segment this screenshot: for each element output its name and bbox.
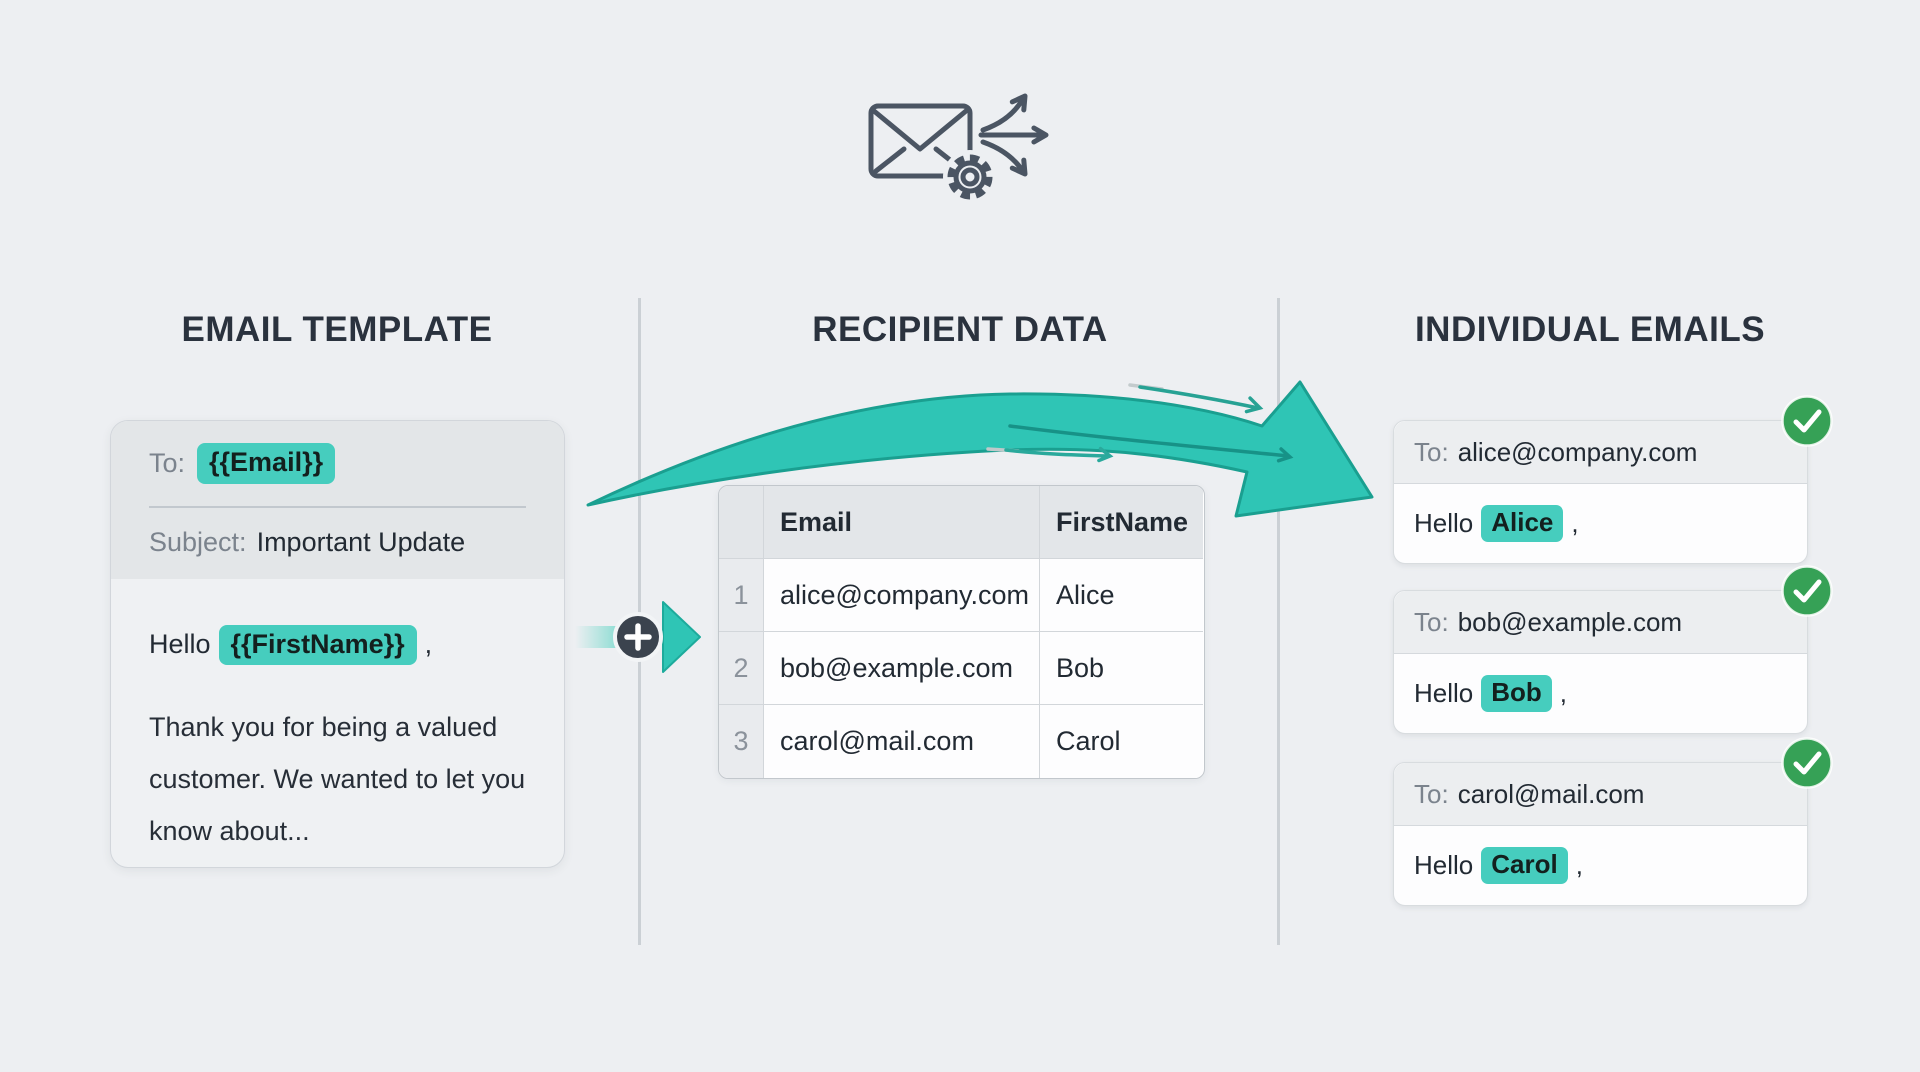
- greeting-prefix: Hello: [1414, 850, 1474, 880]
- email-card-body: Hello Alice ,: [1394, 484, 1807, 563]
- success-check-icon: [1781, 737, 1833, 789]
- recipient-table: Email FirstName 1 alice@company.com Alic…: [718, 485, 1205, 779]
- email-card-header: To: bob@example.com: [1394, 591, 1807, 654]
- to-address: bob@example.com: [1457, 606, 1683, 637]
- to-label: To:: [1414, 436, 1449, 467]
- template-card-header: To: {{Email}} Subject: Important Update: [111, 421, 564, 579]
- template-card-body: Hello {{FirstName}} , Thank you for bein…: [111, 579, 564, 857]
- cell-firstname: Bob: [1040, 632, 1203, 705]
- to-label: To:: [1414, 606, 1449, 637]
- row-number: 1: [719, 559, 764, 632]
- firstname-token-chip: {{FirstName}}: [218, 625, 417, 666]
- swoosh-inner-arrow: [1008, 424, 1294, 463]
- greeting-suffix: ,: [1559, 678, 1568, 708]
- row-number: 2: [719, 632, 764, 705]
- plus-merge-icon: [613, 612, 663, 662]
- greeting-prefix: Hello: [1414, 678, 1474, 708]
- success-check-icon: [1781, 565, 1833, 617]
- template-greeting: Hello {{FirstName}} ,: [149, 625, 526, 666]
- email-card-header: To: carol@mail.com: [1394, 763, 1807, 826]
- heading-individual-emails: INDIVIDUAL EMAILS: [1414, 310, 1766, 349]
- template-subject-row: Subject: Important Update: [149, 508, 526, 577]
- individual-email-card: To: bob@example.com Hello Bob ,: [1393, 565, 1833, 734]
- email-card-body: Hello Carol ,: [1394, 826, 1807, 905]
- name-highlight: Carol: [1481, 847, 1568, 884]
- individual-email-card: To: alice@company.com Hello Alice ,: [1393, 395, 1833, 564]
- email-card-header: To: alice@company.com: [1394, 421, 1807, 484]
- email-token-chip: {{Email}}: [197, 443, 336, 484]
- accent-arrow-upper: [1138, 385, 1264, 414]
- heading-email-template: EMAIL TEMPLATE: [181, 310, 493, 349]
- to-label: To:: [149, 448, 186, 478]
- success-check-icon: [1781, 395, 1833, 447]
- flow-swoosh-arrow: [586, 380, 1374, 518]
- table-corner-cell: [719, 486, 764, 559]
- greeting-prefix: Hello: [1414, 508, 1474, 538]
- cell-firstname: Alice: [1040, 559, 1203, 632]
- to-address: carol@mail.com: [1457, 778, 1645, 809]
- to-label: To:: [1414, 778, 1449, 809]
- fan-arrow-right-icon: [978, 125, 1049, 145]
- name-highlight: Bob: [1481, 675, 1552, 712]
- merge-band: [575, 626, 620, 648]
- fan-arrow-down-icon: [980, 139, 1028, 177]
- subject-value: Important Update: [256, 527, 466, 557]
- cell-firstname: Carol: [1040, 705, 1203, 778]
- greeting-suffix: ,: [1575, 850, 1583, 880]
- merge-arrowhead-icon: [662, 601, 701, 673]
- email-card-body: Hello Bob ,: [1394, 654, 1807, 733]
- heading-recipient-data: RECIPIENT DATA: [812, 310, 1108, 349]
- row-number: 3: [719, 705, 764, 778]
- table-header-email: Email: [764, 486, 1040, 559]
- mail-merge-icon: [868, 93, 1049, 204]
- fan-arrow-up-icon: [980, 93, 1028, 133]
- subject-label: Subject:: [149, 527, 247, 557]
- greeting-prefix: Hello: [149, 629, 211, 659]
- name-highlight: Alice: [1481, 505, 1564, 542]
- section-divider-right: [1277, 298, 1280, 945]
- greeting-suffix: ,: [1571, 508, 1579, 538]
- to-address: alice@company.com: [1457, 436, 1698, 467]
- individual-email-card: To: carol@mail.com Hello Carol ,: [1393, 737, 1833, 906]
- email-template-card: To: {{Email}} Subject: Important Update …: [110, 420, 565, 868]
- cell-email: carol@mail.com: [764, 705, 1040, 778]
- gear-icon: [943, 150, 997, 204]
- table-header-firstname: FirstName: [1040, 486, 1203, 559]
- swoosh-body: [586, 380, 1374, 518]
- accent-arrow-lower: [1004, 446, 1114, 463]
- cell-email: bob@example.com: [764, 632, 1040, 705]
- merge-connector: [575, 601, 701, 673]
- template-body-text: Thank you for being a valued customer. W…: [149, 712, 526, 847]
- template-to-row: To: {{Email}}: [149, 421, 526, 508]
- envelope-icon: [868, 103, 973, 179]
- cell-email: alice@company.com: [764, 559, 1040, 632]
- greeting-suffix: ,: [424, 629, 433, 659]
